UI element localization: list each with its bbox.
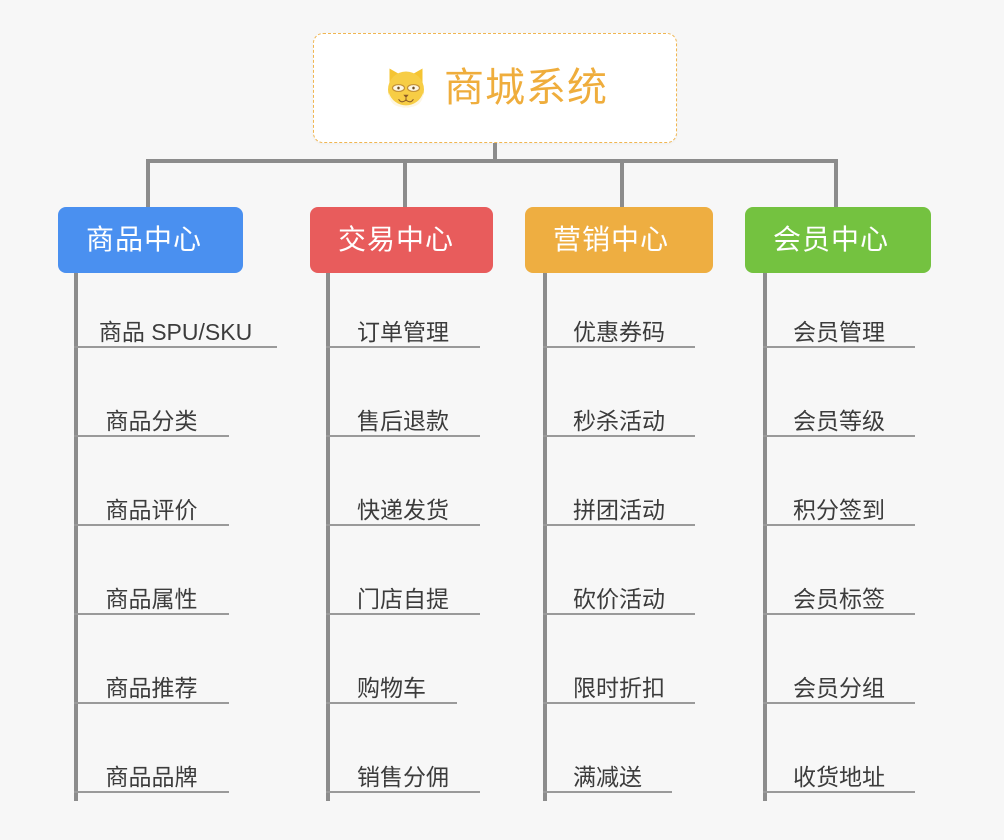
leaf-label: 会员分组: [793, 675, 885, 701]
leaf-item[interactable]: 限时折扣: [543, 674, 695, 704]
leaf-label: 购物车: [357, 675, 426, 701]
leaf-item[interactable]: 订单管理: [326, 318, 480, 348]
leaf-item[interactable]: 商品推荐: [74, 674, 229, 704]
leaf-item[interactable]: 会员分组: [763, 674, 915, 704]
leaf-label: 商品推荐: [105, 675, 198, 701]
leaf-label: 订单管理: [357, 319, 449, 345]
leaf-item[interactable]: 商品品牌: [74, 763, 229, 793]
leaf-label: 会员标签: [793, 586, 885, 612]
leaf-label: 销售分佣: [357, 764, 449, 790]
leaf-item[interactable]: 收货地址: [763, 763, 915, 793]
leaf-label: 售后退款: [357, 408, 449, 434]
leaf-label: 会员等级: [793, 408, 885, 434]
root-title: 商城系统: [444, 66, 608, 110]
category-header-label: 营销中心: [553, 224, 670, 255]
column-trunk-1: [74, 273, 78, 801]
column-trunk-3: [543, 273, 547, 801]
connector-root-stem: [493, 143, 497, 163]
column-trunk-2: [326, 273, 330, 801]
category-header-label: 会员中心: [773, 224, 890, 255]
column-trunk-4: [763, 273, 767, 801]
leaf-label: 优惠券码: [573, 319, 665, 345]
category-header-label: 商品中心: [86, 224, 203, 255]
connector-bus: [146, 159, 838, 163]
leaf-item[interactable]: 优惠券码: [543, 318, 695, 348]
leaf-label: 满减送: [573, 764, 642, 790]
category-header-label: 交易中心: [338, 224, 455, 255]
leaf-item[interactable]: 门店自提: [326, 585, 480, 615]
category-header-4[interactable]: 会员中心: [745, 207, 931, 273]
leaf-label: 商品分类: [105, 408, 198, 434]
leaf-label: 拼团活动: [573, 497, 665, 523]
leaf-item[interactable]: 砍价活动: [543, 585, 695, 615]
leaf-item[interactable]: 秒杀活动: [543, 407, 695, 437]
root-node[interactable]: 商城系统: [313, 33, 677, 143]
leaf-label: 秒杀活动: [573, 408, 665, 434]
leaf-label: 限时折扣: [573, 675, 665, 701]
leaf-item[interactable]: 积分签到: [763, 496, 915, 526]
leaf-item[interactable]: 商品评价: [74, 496, 229, 526]
leaf-label: 砍价活动: [573, 586, 665, 612]
leaf-item[interactable]: 拼团活动: [543, 496, 695, 526]
leaf-item[interactable]: 会员管理: [763, 318, 915, 348]
leaf-item[interactable]: 售后退款: [326, 407, 480, 437]
category-header-2[interactable]: 交易中心: [310, 207, 493, 273]
shiba-dog-icon: [388, 68, 424, 108]
leaf-item[interactable]: 商品属性: [74, 585, 229, 615]
leaf-label: 会员管理: [793, 319, 885, 345]
connector-drop-1: [146, 159, 150, 207]
leaf-item[interactable]: 销售分佣: [326, 763, 480, 793]
leaf-item[interactable]: 商品 SPU/SKU: [74, 318, 277, 348]
leaf-item[interactable]: 购物车: [326, 674, 457, 704]
leaf-label: 积分签到: [793, 497, 885, 523]
connector-drop-2: [403, 159, 407, 207]
leaf-item[interactable]: 会员标签: [763, 585, 915, 615]
leaf-label: 商品评价: [105, 497, 198, 523]
connector-drop-3: [620, 159, 624, 207]
leaf-label: 商品 SPU/SKU: [98, 319, 253, 345]
connector-drop-4: [834, 159, 838, 207]
leaf-label: 商品属性: [105, 586, 198, 612]
leaf-item[interactable]: 会员等级: [763, 407, 915, 437]
leaf-item[interactable]: 满减送: [543, 763, 672, 793]
leaf-label: 门店自提: [357, 586, 449, 612]
category-header-1[interactable]: 商品中心: [58, 207, 243, 273]
leaf-label: 商品品牌: [105, 764, 198, 790]
category-header-3[interactable]: 营销中心: [525, 207, 713, 273]
leaf-label: 快递发货: [357, 497, 449, 523]
leaf-label: 收货地址: [793, 764, 885, 790]
leaf-item[interactable]: 快递发货: [326, 496, 480, 526]
leaf-item[interactable]: 商品分类: [74, 407, 229, 437]
